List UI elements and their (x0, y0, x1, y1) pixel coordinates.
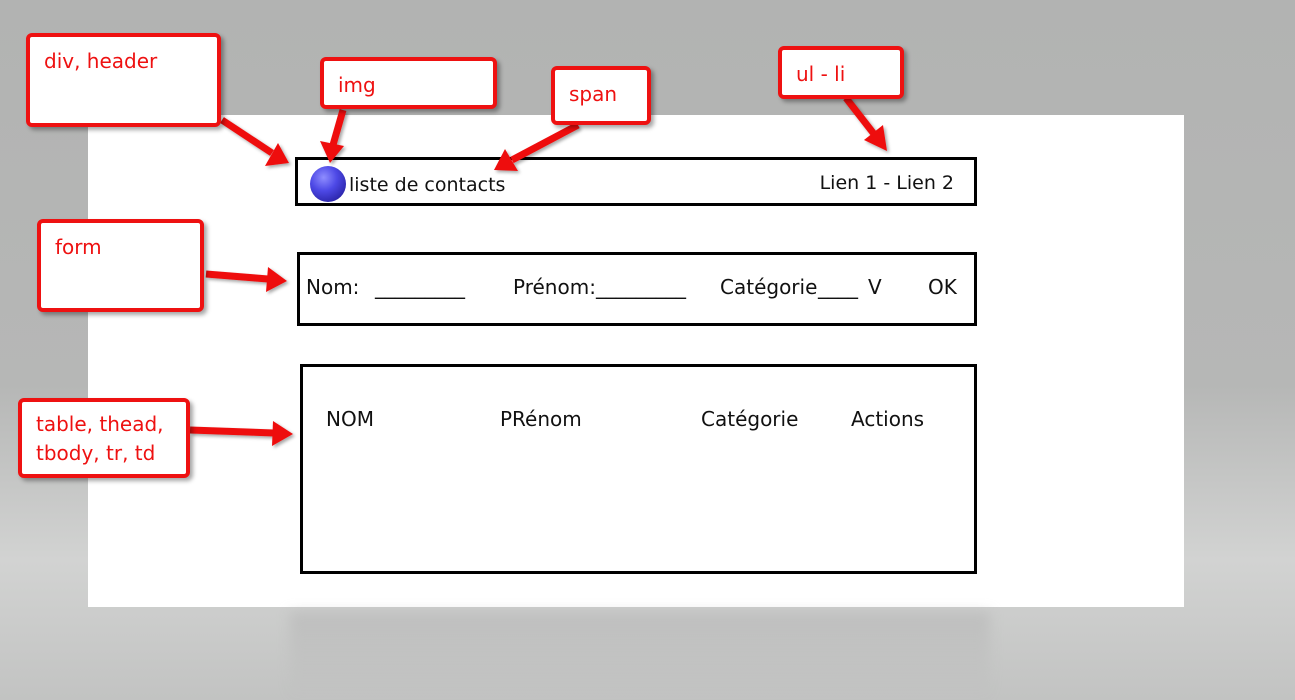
callout-span: span (551, 66, 651, 125)
header-link-2[interactable]: Lien 2 (896, 172, 954, 194)
column-header-prenom: PRénom (500, 407, 582, 431)
categorie-label: Catégorie (720, 275, 818, 299)
callout-form: form (37, 219, 204, 312)
header-link-separator: - (877, 172, 897, 194)
categorie-select[interactable]: ____ (818, 275, 858, 299)
slide-reflection (290, 612, 990, 700)
column-header-actions: Actions (851, 407, 925, 431)
column-header-categorie: Catégorie (701, 407, 799, 431)
nom-label: Nom: (306, 275, 360, 299)
callout-table: table, thead, tbody, tr, td (18, 398, 190, 478)
logo-image (310, 166, 346, 202)
header-links: Lien 1 - Lien 2 (820, 172, 954, 194)
column-header-nom: NOM (326, 407, 374, 431)
header-mockup: liste de contacts Lien 1 - Lien 2 (295, 157, 977, 206)
form-mockup: Nom: _________ Prénom: _________ Catégor… (297, 252, 977, 326)
header-link-1[interactable]: Lien 1 (819, 172, 878, 194)
header-title: liste de contacts (349, 174, 506, 196)
callout-ul-li: ul - li (778, 46, 904, 99)
chevron-down-icon[interactable]: V (868, 275, 882, 299)
callout-img: img (320, 57, 497, 109)
nom-field[interactable]: _________ (375, 275, 465, 299)
callout-header: div, header (26, 33, 221, 127)
table-mockup: NOM PRénom Catégorie Actions (300, 364, 977, 574)
prenom-field[interactable]: _________ (596, 275, 686, 299)
prenom-label: Prénom: (513, 275, 596, 299)
ok-button[interactable]: OK (928, 275, 957, 299)
